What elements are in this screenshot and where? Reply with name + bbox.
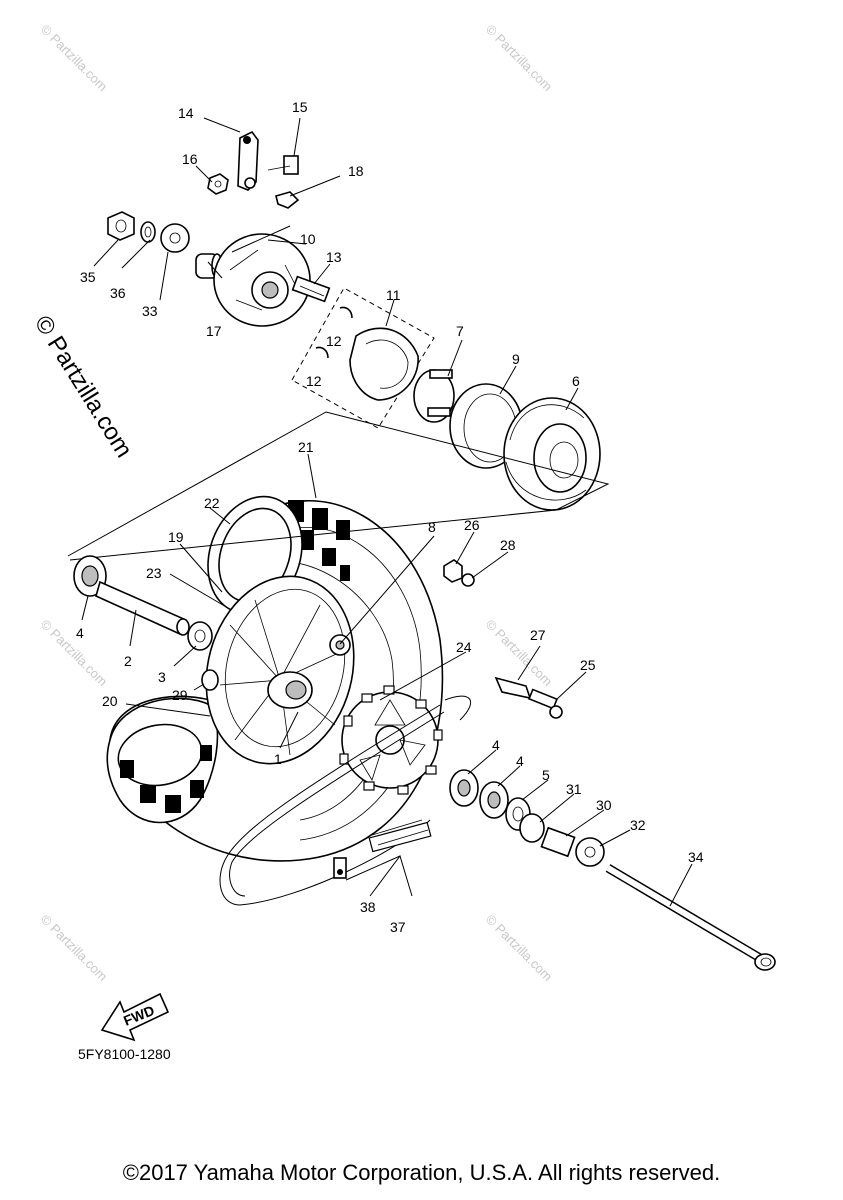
copyright-notice: ©2017 Yamaha Motor Corporation, U.S.A. A… bbox=[122, 1160, 721, 1185]
brake-arm-group bbox=[207, 130, 300, 209]
callout-3: 3 bbox=[158, 669, 166, 685]
callout-34: 34 bbox=[688, 849, 704, 865]
callout-37: 37 bbox=[390, 919, 406, 935]
callout-33: 33 bbox=[142, 303, 158, 319]
brake-hub-group bbox=[107, 211, 331, 327]
callout-36: 36 bbox=[110, 285, 126, 301]
bearing-left bbox=[73, 555, 107, 597]
callout-22: 22 bbox=[204, 495, 220, 511]
callout-1: 1 bbox=[274, 751, 282, 767]
callout-23: 23 bbox=[146, 565, 162, 581]
leader bbox=[231, 225, 291, 253]
collar bbox=[187, 621, 213, 651]
callout-17: 17 bbox=[206, 323, 222, 339]
callout-12: 12 bbox=[326, 333, 342, 349]
callout-31: 31 bbox=[566, 781, 582, 797]
callout-4-left: 4 bbox=[76, 625, 84, 641]
callout-21: 21 bbox=[298, 439, 314, 455]
callout-19: 19 bbox=[168, 529, 184, 545]
drive-chain bbox=[219, 695, 472, 906]
nut-washer bbox=[443, 559, 475, 587]
watermark: © Partzilla.com bbox=[38, 22, 111, 95]
hub-bolt bbox=[329, 634, 351, 656]
callout-11: 11 bbox=[386, 287, 401, 303]
callout-6: 6 bbox=[572, 373, 580, 389]
callout-28: 28 bbox=[500, 537, 516, 553]
watermark: © Partzilla.com bbox=[483, 22, 556, 95]
callout-38: 38 bbox=[360, 899, 376, 915]
callout-7: 7 bbox=[456, 323, 464, 339]
callout-9: 9 bbox=[512, 351, 520, 367]
wheel-rim bbox=[205, 575, 355, 765]
hub-drum bbox=[503, 397, 601, 511]
brake-shoe-set bbox=[291, 287, 435, 429]
callout-16: 16 bbox=[182, 151, 198, 167]
master-link bbox=[333, 857, 347, 879]
watermark: © Partzilla.com bbox=[38, 617, 111, 690]
callout-8: 8 bbox=[428, 519, 436, 535]
leader bbox=[67, 411, 610, 561]
callout-26: 26 bbox=[464, 517, 480, 533]
callout-15: 15 bbox=[292, 99, 308, 115]
callout-20: 20 bbox=[102, 693, 118, 709]
callout-10: 10 bbox=[300, 231, 316, 247]
callout-32: 32 bbox=[630, 817, 646, 833]
callout-14: 14 bbox=[178, 105, 194, 121]
right-bearing-stack bbox=[449, 769, 605, 867]
callout-4-right-a: 4 bbox=[492, 737, 500, 753]
callout-35: 35 bbox=[80, 269, 96, 285]
callout-2: 2 bbox=[124, 653, 132, 669]
chain-section bbox=[368, 819, 432, 853]
callout-13: 13 bbox=[326, 249, 342, 265]
chain-adjuster bbox=[494, 676, 563, 719]
callout-27: 27 bbox=[530, 627, 546, 643]
side-watermark: © Partzilla.com bbox=[29, 311, 138, 462]
callout-4-right-b: 4 bbox=[516, 753, 524, 769]
callout-5: 5 bbox=[542, 767, 550, 783]
watermark: © Partzilla.com bbox=[483, 912, 556, 985]
callout-24: 24 bbox=[456, 639, 472, 655]
axle bbox=[605, 864, 776, 971]
brake-cam bbox=[413, 369, 455, 423]
leader-lines bbox=[81, 117, 693, 907]
watermark: © Partzilla.com bbox=[38, 912, 111, 985]
callout-29: 29 bbox=[172, 687, 188, 703]
fwd-arrow: FWD bbox=[100, 992, 170, 1042]
callout-25: 25 bbox=[580, 657, 596, 673]
rear-sprocket bbox=[339, 685, 443, 795]
callout-30: 30 bbox=[596, 797, 612, 813]
spacer-tube bbox=[95, 580, 190, 636]
callout-labels: 14 15 16 18 10 13 11 12 12 7 9 6 35 36 3… bbox=[76, 99, 704, 935]
figure-code: 5FY8100-1280 bbox=[78, 1046, 171, 1062]
callout-18: 18 bbox=[348, 163, 364, 179]
spoke-nipple bbox=[201, 669, 219, 691]
callout-12b: 12 bbox=[306, 373, 322, 389]
